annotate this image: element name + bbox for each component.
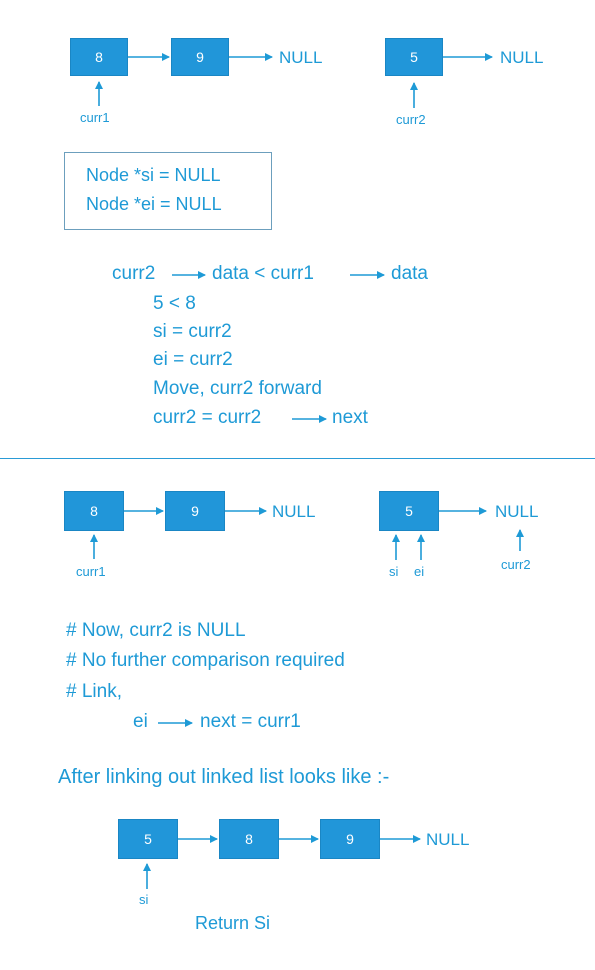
list1b-node-2: 9 (165, 491, 225, 531)
pointer-si: si (389, 564, 399, 579)
list2-null: NULL (500, 48, 544, 67)
list1b-node-1: 8 (64, 491, 124, 531)
final-null: NULL (426, 830, 470, 849)
final-node-1: 5 (118, 819, 178, 859)
compare-left: curr2 (112, 263, 156, 284)
list1-node-1: 8 (70, 38, 128, 76)
pointer-curr2: curr2 (396, 112, 426, 127)
list2b-node-1: 5 (379, 491, 439, 531)
note-no-comparison: # No further comparison required (66, 650, 345, 671)
pointer-curr2-b: curr2 (501, 557, 531, 572)
link-right: next = curr1 (200, 711, 301, 732)
compare-mid: data < curr1 (212, 263, 314, 284)
pointer-ei: ei (414, 564, 425, 579)
declaration-box (64, 152, 272, 230)
link-left: ei (133, 711, 148, 732)
list1-node-2: 9 (171, 38, 229, 76)
after-linking-title: After linking out linked list looks like… (58, 766, 390, 788)
step-next-right: next (332, 407, 368, 428)
step-move-forward: Move, curr2 forward (153, 378, 322, 399)
section-divider (0, 458, 595, 459)
list1b-null: NULL (272, 502, 316, 521)
list1-null: NULL (279, 48, 323, 67)
pointer-curr1-b: curr1 (76, 564, 106, 579)
return-text: Return Si (195, 913, 271, 933)
step-ei-assign: ei = curr2 (153, 349, 233, 370)
step-compare-values: 5 < 8 (153, 293, 196, 314)
declaration-ei: Node *ei = NULL (86, 194, 222, 214)
final-node-2: 8 (219, 819, 279, 859)
list2-node-1: 5 (385, 38, 443, 76)
pointer-curr1: curr1 (80, 110, 110, 125)
declaration-si: Node *si = NULL (86, 165, 221, 185)
final-node-3: 9 (320, 819, 380, 859)
pointer-si-final: si (139, 892, 149, 907)
step-next-left: curr2 = curr2 (153, 407, 262, 428)
list2b-null: NULL (495, 502, 539, 521)
compare-right: data (391, 263, 428, 284)
note-link: # Link, (66, 681, 122, 702)
step-si-assign: si = curr2 (153, 321, 232, 342)
note-curr2-null: # Now, curr2 is NULL (66, 620, 246, 641)
